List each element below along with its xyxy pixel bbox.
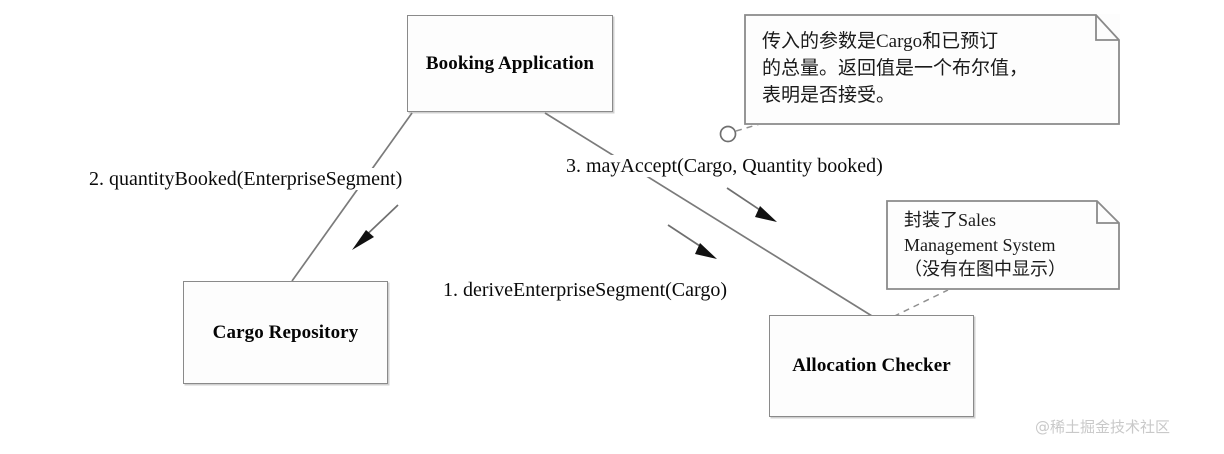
- connector-booking-to-cargo-repository: [291, 112, 413, 282]
- arrowhead-message-1: [667, 224, 717, 259]
- note-allocation-checker[interactable]: 封装了Sales Management System （没有在图中显示）: [886, 200, 1120, 290]
- note-text-may-accept: 传入的参数是Cargo和已预订 的总量。返回值是一个布尔值， 表明是否接受。: [762, 31, 1029, 106]
- message-label-3: 3. mayAccept(Cargo, Quantity booked): [563, 155, 886, 177]
- node-allocation-checker[interactable]: Allocation Checker: [769, 315, 974, 417]
- arrowhead-message-2: [352, 204, 399, 250]
- watermark: @稀土掘金技术社区: [1035, 418, 1171, 436]
- note-may-accept[interactable]: 传入的参数是Cargo和已预订 的总量。返回值是一个布尔值， 表明是否接受。: [744, 14, 1120, 125]
- node-booking-application[interactable]: Booking Application: [407, 15, 613, 112]
- node-label-allocation-checker: Allocation Checker: [792, 355, 951, 377]
- note-text-allocation-checker: 封装了Sales Management System （没有在图中显示）: [904, 210, 1066, 280]
- arrowhead-message-3: [726, 187, 777, 222]
- node-label-cargo-repository: Cargo Repository: [212, 321, 359, 343]
- message-label-1: 1. deriveEnterpriseSegment(Cargo): [440, 279, 730, 301]
- message-label-2: 2. quantityBooked(EnterpriseSegment): [86, 168, 406, 190]
- node-label-booking-application: Booking Application: [425, 52, 595, 74]
- node-cargo-repository[interactable]: Cargo Repository: [183, 281, 388, 384]
